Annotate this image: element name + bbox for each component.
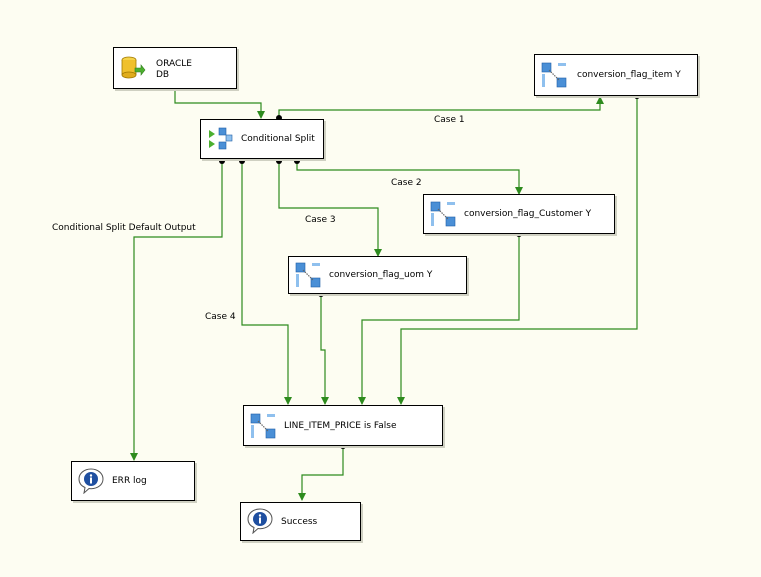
node-conversion-flag-customer[interactable]: conversion_flag_Customer Y xyxy=(423,194,615,234)
edge-case1[interactable] xyxy=(278,96,604,117)
flag-uom-label: conversion_flag_uom Y xyxy=(329,270,433,280)
edge-item-to-price[interactable] xyxy=(397,96,638,405)
edge-label-case4: Case 4 xyxy=(205,312,236,322)
edge-label-case1: Case 1 xyxy=(434,115,465,125)
transform-icon xyxy=(541,62,567,88)
oracle-label-line2: DB xyxy=(156,70,170,80)
node-conditional-split[interactable]: Conditional Split xyxy=(200,119,324,159)
transform-icon xyxy=(250,413,276,439)
node-oracle-db[interactable]: ORACLE DB xyxy=(113,47,237,89)
flag-customer-label: conversion_flag_Customer Y xyxy=(464,209,592,219)
node-conversion-flag-item[interactable]: conversion_flag_item Y xyxy=(534,54,698,96)
edge-customer-to-price[interactable] xyxy=(358,234,520,405)
info-destination-icon xyxy=(247,508,273,534)
node-err-log[interactable]: ERR log xyxy=(71,461,195,501)
node-conversion-flag-uom[interactable]: conversion_flag_uom Y xyxy=(288,256,467,294)
edge-label-case3: Case 3 xyxy=(305,215,336,225)
oracle-label-line1: ORACLE xyxy=(156,59,192,69)
edge-case4[interactable] xyxy=(241,161,292,405)
transform-icon xyxy=(430,201,456,227)
edge-case3[interactable] xyxy=(278,161,382,257)
edge-uom-to-price[interactable] xyxy=(320,294,329,405)
transform-icon xyxy=(295,262,321,288)
err-log-label: ERR log xyxy=(112,476,147,486)
flag-item-label: conversion_flag_item Y xyxy=(577,70,681,80)
split-label: Conditional Split xyxy=(241,134,315,144)
edge-default[interactable] xyxy=(130,161,223,461)
info-destination-icon xyxy=(78,468,104,494)
edge-oracle-to-split[interactable] xyxy=(174,89,265,119)
conditional-split-icon xyxy=(209,127,233,150)
edge-label-default: Conditional Split Default Output xyxy=(52,223,196,233)
edge-label-case2: Case 2 xyxy=(391,178,422,188)
database-source-icon xyxy=(121,56,146,79)
edge-price-to-success[interactable] xyxy=(298,446,344,501)
node-success[interactable]: Success xyxy=(240,502,361,541)
edge-case2[interactable] xyxy=(296,161,523,195)
line-price-label: LINE_ITEM_PRICE is False xyxy=(284,420,397,431)
node-line-item-price[interactable]: LINE_ITEM_PRICE is False xyxy=(243,405,443,446)
success-label: Success xyxy=(281,516,318,527)
oracle-label: ORACLE DB xyxy=(156,59,192,81)
